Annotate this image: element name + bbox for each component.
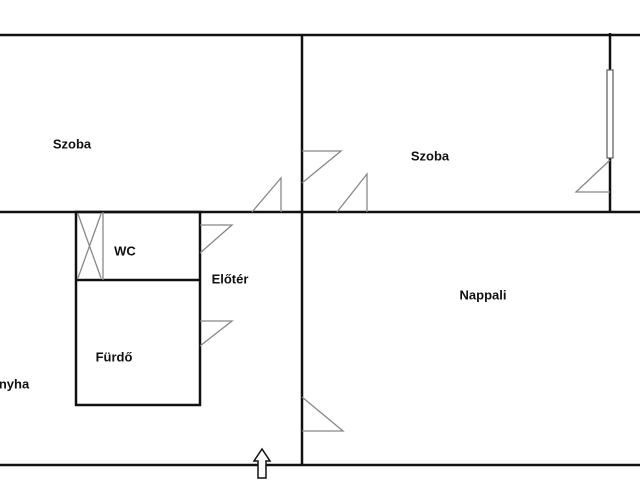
entrance-arrow-icon: [252, 447, 272, 479]
door-swing-icon: [301, 396, 345, 432]
door-swing-icon: [199, 224, 234, 254]
door-swings: [77, 69, 614, 432]
room-label-wc: WC: [114, 243, 136, 259]
window-icon: [606, 69, 614, 159]
door-swing-icon: [336, 172, 368, 213]
door-swing-icon: [251, 176, 282, 213]
room-label-nappali: Nappali: [459, 287, 507, 303]
bathroom-walls: [74, 210, 202, 407]
walls: [0, 33, 640, 467]
door-swing-icon: [301, 150, 343, 184]
door-swing-icon: [574, 159, 611, 193]
door-swing-icon: [199, 320, 234, 347]
room-label-szoba: Szoba: [52, 136, 92, 152]
room-label-szoba: Szoba: [410, 148, 450, 164]
room-label-furdo: Fürdő: [95, 349, 133, 365]
room-label-konyha: nyha: [0, 376, 30, 392]
room-label-eloter: Előtér: [211, 271, 249, 287]
